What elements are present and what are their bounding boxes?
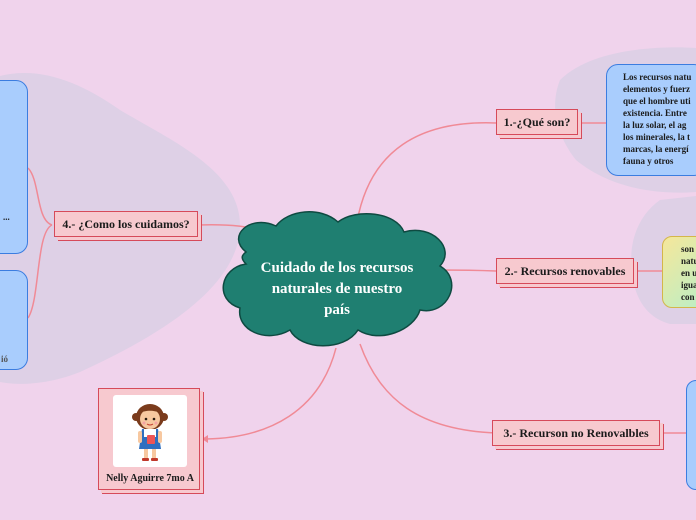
topic-como-los-cuidamos-label: 4.- ¿Como los cuidamos? bbox=[62, 216, 190, 231]
connector-que-son bbox=[356, 122, 497, 223]
note-cuidamos-1-fragment: ... bbox=[3, 212, 10, 222]
topic-que-son[interactable]: 1.-¿Qué son? bbox=[496, 109, 578, 135]
connector-cuidamos-note-2 bbox=[27, 224, 53, 319]
note-recursos-renovables[interactable]: son natu en u igua con bbox=[662, 236, 696, 308]
note-renovables-line-5: con bbox=[681, 292, 695, 302]
note-que-son-line-5: la luz solar, el ag bbox=[623, 120, 687, 130]
note-que-son-line-7: marcas, la energí bbox=[623, 144, 689, 154]
topic-recursos-no-renovables[interactable]: 3.- Recurson no Renovalbles bbox=[492, 420, 660, 446]
note-que-son[interactable]: Los recursos natu elementos y fuerz que … bbox=[606, 64, 696, 176]
author-card[interactable]: Nelly Aguirre 7mo A bbox=[98, 388, 200, 490]
connector-renovables bbox=[439, 269, 497, 272]
girl-avatar-icon bbox=[132, 404, 168, 461]
connector-no-renovables bbox=[359, 343, 497, 434]
note-que-son-line-2: elementos y fuerz bbox=[623, 84, 690, 94]
note-que-son-line-1: Los recursos natu bbox=[623, 72, 692, 82]
topic-recursos-no-renovables-label: 3.- Recurson no Renovalbles bbox=[503, 425, 649, 440]
topic-recursos-renovables-label: 2.- Recursos renovables bbox=[504, 263, 626, 278]
note-que-son-line-8: fauna y otros bbox=[623, 156, 674, 166]
topic-recursos-renovables[interactable]: 2.- Recursos renovables bbox=[496, 258, 634, 284]
note-que-son-line-6: los minerales, la t bbox=[623, 132, 690, 142]
central-cloud bbox=[222, 211, 453, 347]
author-image-frame bbox=[113, 395, 187, 467]
central-line-3: país bbox=[324, 302, 350, 318]
note-cuidamos-2[interactable]: ió bbox=[0, 270, 28, 370]
topic-que-son-label: 1.-¿Qué son? bbox=[503, 114, 571, 129]
central-line-1: Cuidado de los recursos bbox=[260, 260, 414, 276]
author-label: Nelly Aguirre 7mo A bbox=[106, 473, 194, 484]
note-renovables-line-2: natu bbox=[681, 256, 696, 266]
note-cuidamos-1[interactable]: ... bbox=[0, 80, 28, 254]
note-recursos-no-renovables[interactable] bbox=[686, 380, 696, 490]
note-cuidamos-2-fragment: ió bbox=[1, 354, 9, 364]
central-line-2: naturales de nuestro bbox=[271, 281, 403, 297]
note-renovables-line-3: en u bbox=[681, 268, 696, 278]
note-renovables-line-1: son bbox=[681, 244, 695, 254]
connector-author bbox=[205, 347, 337, 440]
topic-como-los-cuidamos[interactable]: 4.- ¿Como los cuidamos? bbox=[54, 211, 198, 237]
connector-cuidamos-note-1 bbox=[27, 167, 53, 226]
note-renovables-line-4: igua bbox=[681, 280, 696, 290]
note-que-son-line-3: que el hombre uti bbox=[623, 96, 691, 106]
central-topic[interactable]: Cuidado de los recursos naturales de nue… bbox=[232, 258, 442, 321]
arrow-author bbox=[202, 435, 208, 443]
note-que-son-line-4: existencia. Entre bbox=[623, 108, 687, 118]
